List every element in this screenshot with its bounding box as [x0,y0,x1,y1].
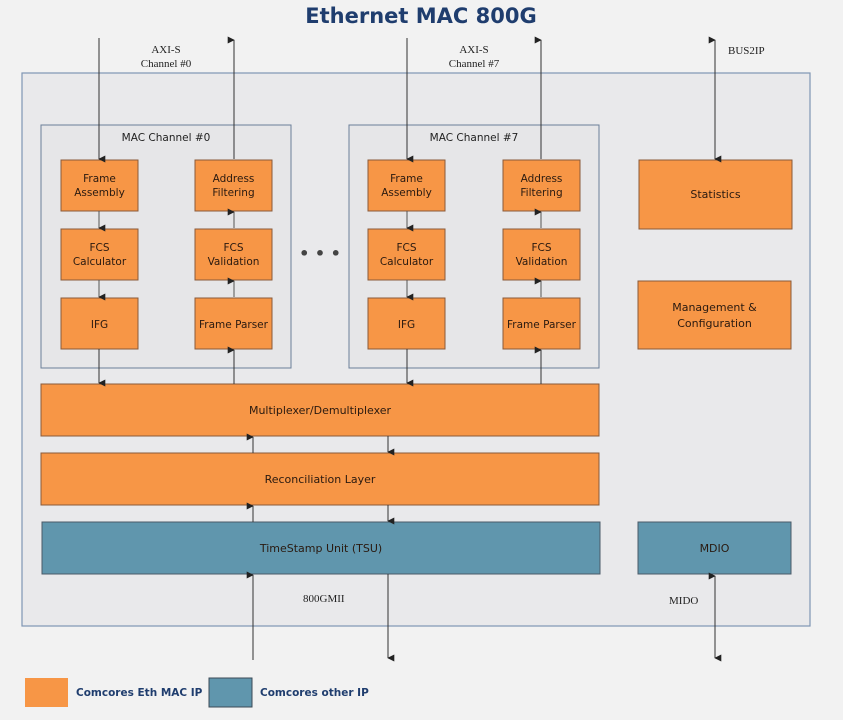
legend-label: Comcores Eth MAC IP [76,687,203,699]
svg-text:Assembly: Assembly [381,187,432,199]
svg-text:Calculator: Calculator [73,256,127,268]
svg-text:FCS: FCS [223,242,243,254]
svg-text:Filtering: Filtering [212,187,254,199]
address-filtering-block: Address Filtering [502,159,581,212]
svg-text:TimeStamp Unit (TSU): TimeStamp Unit (TSU) [259,542,382,555]
svg-text:Address: Address [213,173,255,185]
fcs-calculator-block: FCS Calculator [367,228,446,281]
legend-swatch-blue [208,677,253,708]
svg-text:Assembly: Assembly [74,187,125,199]
timestamp-unit-block: TimeStamp Unit (TSU) [41,521,601,575]
fcs-calculator-block: FCS Calculator [60,228,139,281]
axi-ch0-label-line1: AXI-S [151,44,180,56]
svg-text:FCS: FCS [89,242,109,254]
more-channels-ellipsis: • • • [299,244,341,263]
svg-text:Calculator: Calculator [380,256,434,268]
mac-channel-0: MAC Channel #0 Frame Assembly FCS Calcul… [40,124,292,369]
svg-text:Validation: Validation [208,256,260,268]
svg-text:Filtering: Filtering [520,187,562,199]
legend-item-eth-mac-ip: Comcores Eth MAC IP [25,678,203,707]
svg-text:FCS: FCS [531,242,551,254]
axi-ch7-label-line1: AXI-S [459,44,488,56]
svg-text:Management &: Management & [672,301,757,314]
mac-channel-7-label: MAC Channel #7 [430,132,519,144]
svg-text:MDIO: MDIO [700,542,730,555]
svg-text:Validation: Validation [516,256,568,268]
svg-text:Statistics: Statistics [690,188,741,201]
legend-swatch-orange [25,678,68,707]
mido-label: MIDO [669,595,698,607]
signal-wires [98,36,722,662]
reconciliation-layer-block: Reconciliation Layer [40,452,600,506]
svg-text:Frame Parser: Frame Parser [199,319,269,331]
svg-text:Frame: Frame [83,173,116,185]
gmii-label: 800GMII [303,593,345,605]
bus2ip-label: BUS2IP [728,45,765,57]
fcs-validation-block: FCS Validation [502,228,581,281]
legend: Comcores Eth MAC IP Comcores other IP [25,677,369,708]
svg-text:Address: Address [521,173,563,185]
ifg-block: IFG [60,297,139,350]
diagram-title: Ethernet MAC 800G [305,4,536,28]
svg-text:IFG: IFG [91,319,108,331]
mac-channel-0-label: MAC Channel #0 [122,132,211,144]
legend-item-other-ip: Comcores other IP [208,677,369,708]
svg-text:Configuration: Configuration [677,317,752,330]
svg-text:IFG: IFG [398,319,415,331]
svg-text:Frame Parser: Frame Parser [507,319,577,331]
frame-assembly-block: Frame Assembly [60,159,139,212]
address-filtering-block: Address Filtering [194,159,273,212]
svg-text:Multiplexer/Demultiplexer: Multiplexer/Demultiplexer [249,404,392,417]
axi-ch0-label-line2: Channel #0 [141,58,192,70]
frame-parser-block: Frame Parser [194,297,273,350]
statistics-block: Statistics [638,159,793,230]
mac-channel-7: MAC Channel #7 Frame Assembly FCS Calcul… [348,124,600,369]
mdio-block: MDIO [637,521,792,575]
frame-parser-block: Frame Parser [502,297,581,350]
svg-text:FCS: FCS [396,242,416,254]
multiplexer-demultiplexer-block: Multiplexer/Demultiplexer [40,383,600,437]
svg-text:Frame: Frame [390,173,423,185]
ifg-block: IFG [367,297,446,350]
management-configuration-block: Management & Configuration [637,280,792,350]
axi-ch7-label-line2: Channel #7 [449,58,500,70]
svg-text:Reconciliation Layer: Reconciliation Layer [265,473,376,486]
fcs-validation-block: FCS Validation [194,228,273,281]
legend-label: Comcores other IP [260,687,369,699]
frame-assembly-block: Frame Assembly [367,159,446,212]
